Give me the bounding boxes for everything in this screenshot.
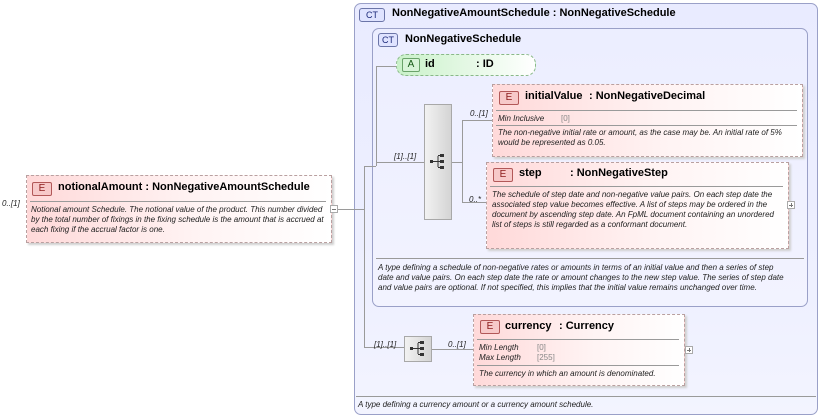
facet-value: [0] — [537, 343, 546, 352]
element-icon: E — [32, 182, 52, 196]
sequence-icon — [430, 154, 444, 169]
facet-label: Max Length — [479, 353, 521, 362]
connector — [462, 120, 463, 202]
step-box[interactable] — [486, 162, 789, 249]
attribute-type: : ID — [476, 58, 494, 70]
outer-type-title: NonNegativeAmountSchedule : NonNegativeS… — [392, 7, 676, 19]
step-note: The schedule of step date and non-negati… — [492, 190, 774, 229]
currency-type: : Currency — [559, 320, 615, 332]
initial-value-divider-2 — [496, 125, 797, 126]
connector — [338, 209, 364, 210]
currency-box[interactable] — [473, 314, 685, 386]
connector — [364, 166, 365, 347]
complex-type-icon: CT — [359, 8, 385, 22]
element-icon: E — [493, 168, 513, 182]
inner-type-note: A type defining a schedule of non-negati… — [378, 263, 784, 292]
outer-type-divider — [356, 396, 816, 397]
complex-type-icon: CT — [378, 33, 398, 47]
connector — [376, 162, 424, 163]
attribute-id-box[interactable] — [396, 54, 536, 76]
connector — [462, 120, 492, 121]
root-element-title: notionalAmount : NonNegativeAmountSchedu… — [58, 181, 310, 193]
initial-value-type: : NonNegativeDecimal — [589, 90, 706, 102]
root-element-box[interactable] — [26, 175, 332, 243]
initial-value-occurrence: 0..[1] — [470, 109, 488, 118]
expand-icon[interactable] — [685, 346, 693, 354]
connector — [462, 202, 486, 203]
step-type: : NonNegativeStep — [570, 167, 668, 179]
inner-type-title: NonNegativeSchedule — [405, 33, 522, 45]
currency-divider-2 — [477, 365, 679, 366]
currency-divider — [477, 339, 679, 340]
facet-value: [0] — [561, 114, 570, 123]
sequence-occurrence: [1]..[1] — [374, 340, 397, 349]
step-name: step — [519, 167, 542, 179]
connector — [364, 347, 404, 348]
connector — [376, 66, 377, 166]
step-divider — [490, 186, 783, 187]
root-element-note: Notional amount Schedule. The notional v… — [31, 205, 324, 234]
currency-occurrence: 0..[1] — [448, 340, 466, 349]
connector — [432, 349, 473, 350]
initial-value-divider — [496, 110, 797, 111]
currency-name: currency — [505, 320, 552, 332]
initial-value-box[interactable] — [492, 84, 803, 157]
sequence-icon — [410, 341, 424, 356]
connector — [452, 162, 462, 163]
element-icon: E — [499, 91, 519, 105]
initial-value-note: The non-negative initial rate or amount,… — [498, 128, 782, 147]
currency-note: The currency in which an amount is denom… — [479, 369, 656, 378]
element-icon: E — [480, 320, 500, 334]
expand-icon[interactable] — [787, 201, 795, 209]
root-occurrence: 0..[1] — [2, 199, 20, 208]
facet-label: Min Length — [479, 343, 519, 352]
connector — [376, 66, 396, 67]
facet-label: Min Inclusive — [498, 114, 545, 123]
collapse-icon[interactable] — [330, 205, 338, 213]
root-element-divider — [30, 201, 326, 202]
facet-value: [255] — [537, 353, 555, 362]
attribute-name: id — [425, 58, 435, 70]
outer-type-note: A type defining a currency amount or a c… — [358, 400, 594, 409]
attribute-icon: A — [402, 58, 420, 72]
inner-type-divider — [376, 258, 804, 259]
initial-value-name: initialValue — [525, 90, 583, 102]
step-occurrence: 0..* — [469, 195, 482, 204]
connector — [364, 166, 376, 167]
sequence-occurrence: [1]..[1] — [394, 152, 417, 161]
